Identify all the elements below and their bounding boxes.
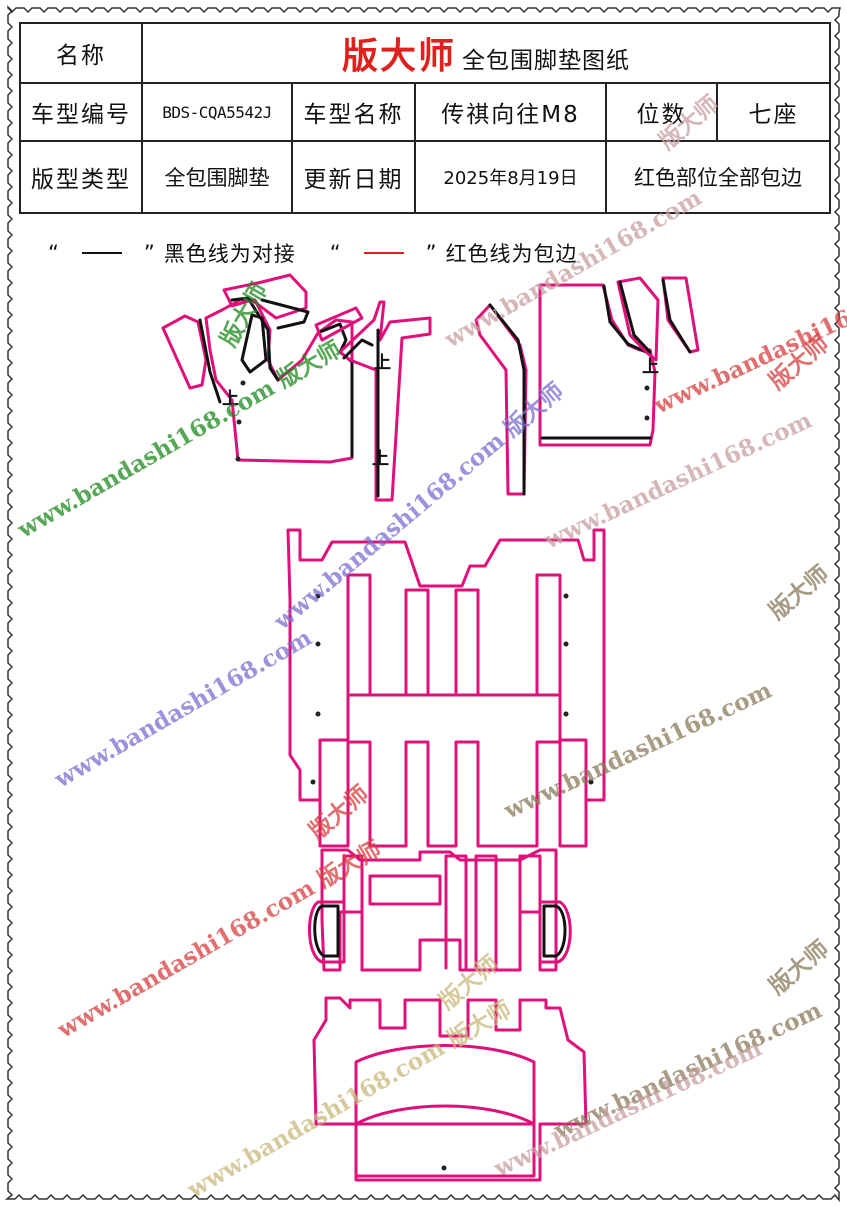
model-name-label: 车型名称 xyxy=(291,82,416,142)
front-left-joint-d xyxy=(260,298,310,330)
trunk-mat xyxy=(312,996,588,1182)
front-right-side-a xyxy=(616,276,660,362)
third-row-left-arch-trim xyxy=(307,900,346,964)
front-left-dot-1 xyxy=(236,419,242,425)
second-row-outline xyxy=(286,528,606,802)
second-row-dot-2 xyxy=(315,641,321,647)
trunk-upper-panel xyxy=(354,1044,536,1126)
front-left-joint-b xyxy=(230,296,280,382)
center-strip-joint-b xyxy=(342,338,374,360)
front-left-main xyxy=(204,298,354,464)
third-row-slot-2 xyxy=(444,854,468,970)
up-mark-3: 上 xyxy=(372,449,389,469)
legend-red-text: 红色线为包边 xyxy=(445,242,578,266)
third-row-right-arch-trim xyxy=(538,900,572,964)
legend-red-line xyxy=(363,252,404,254)
front-left-upper xyxy=(222,273,308,320)
title-text: 全包围脚垫图纸 xyxy=(462,48,631,74)
second-row-slot-2 xyxy=(454,588,480,697)
second-row-dot-4 xyxy=(563,593,569,599)
model-code: BDS-CQA5542J xyxy=(141,82,293,142)
legend-quote-close-2: ” xyxy=(425,241,438,265)
second-row-slot-1 xyxy=(404,588,430,697)
front-left-dot-2 xyxy=(235,456,241,462)
third-row-slot-3 xyxy=(474,854,498,970)
second-row-lower xyxy=(318,740,588,848)
seats-label: 位数 xyxy=(605,82,718,142)
second-row-dot-7 xyxy=(310,779,316,785)
front-left-joint-c xyxy=(240,313,268,374)
front-right-joint-a xyxy=(602,284,648,354)
line-legend: “ ” 黑色线为对接 “ ” 红色线为包边 xyxy=(40,238,740,268)
seats-value: 七座 xyxy=(715,82,832,142)
pattern-type-label: 版型类型 xyxy=(19,140,143,214)
front-left-dot-3 xyxy=(240,380,246,386)
third-row-slot-4 xyxy=(518,854,542,942)
update-date: 2025年8月19日 xyxy=(414,140,607,214)
up-mark-1: 上 xyxy=(222,389,239,409)
second-row-mat xyxy=(286,528,606,848)
up-mark-4: 上 xyxy=(642,357,659,377)
front-left-tab xyxy=(314,306,364,342)
second-row-slot-4 xyxy=(535,573,562,697)
front-center-strip: 上 上 xyxy=(338,300,432,502)
second-row-slot-3 xyxy=(346,573,372,697)
update-label: 更新日期 xyxy=(291,140,416,214)
third-row-mat xyxy=(307,848,572,972)
center-strip-outline xyxy=(338,300,432,502)
trunk-lower-panel xyxy=(354,1104,536,1178)
front-left-flap xyxy=(161,314,208,390)
second-row-dot-1 xyxy=(315,593,321,599)
drawing-title: 版大师全包围脚垫图纸 xyxy=(140,22,832,84)
front-right-main xyxy=(538,283,657,447)
brand-name: 版大师 xyxy=(342,36,457,77)
pattern-type: 全包围脚垫 xyxy=(141,140,293,214)
legend-quote-open-2: “ xyxy=(329,241,342,265)
up-mark-2: 上 xyxy=(374,353,391,373)
second-row-dot-6 xyxy=(563,711,569,717)
model-name: 传祺向往M8 xyxy=(414,82,607,142)
legend-black-line xyxy=(81,252,122,254)
legend-quote-open: “ xyxy=(48,241,60,265)
front-right-side-b xyxy=(661,276,700,354)
legend-quote-close: ” xyxy=(143,241,156,265)
second-row-dot-8 xyxy=(588,779,594,785)
model-code-label: 车型编号 xyxy=(19,82,143,142)
front-right-side-a-joint xyxy=(618,280,652,354)
trim-note: 红色部位全部包边 xyxy=(604,140,832,214)
third-row-pad xyxy=(368,874,442,906)
third-row-right-arch xyxy=(542,904,567,958)
front-right-dot-2 xyxy=(644,415,650,421)
front-left-mat: 上 xyxy=(161,273,364,464)
front-right-dot-1 xyxy=(644,385,650,391)
front-right-mat: 上 xyxy=(474,276,700,496)
second-row-dot-3 xyxy=(315,711,321,717)
spec-table: 名称 版大师全包围脚垫图纸 车型编号 BDS-CQA5542J 车型名称 传祺向… xyxy=(19,22,832,214)
front-right-side-b-joint xyxy=(661,278,692,354)
front-right-console-joint xyxy=(488,303,526,496)
third-row-left-arch xyxy=(313,904,340,958)
trunk-dot xyxy=(441,1165,447,1171)
name-label: 名称 xyxy=(19,22,143,84)
front-left-joint-a xyxy=(198,318,222,404)
legend-black-text: 黑色线为对接 xyxy=(163,242,296,266)
front-left-joint-e xyxy=(318,322,354,458)
second-row-dot-5 xyxy=(563,641,569,647)
